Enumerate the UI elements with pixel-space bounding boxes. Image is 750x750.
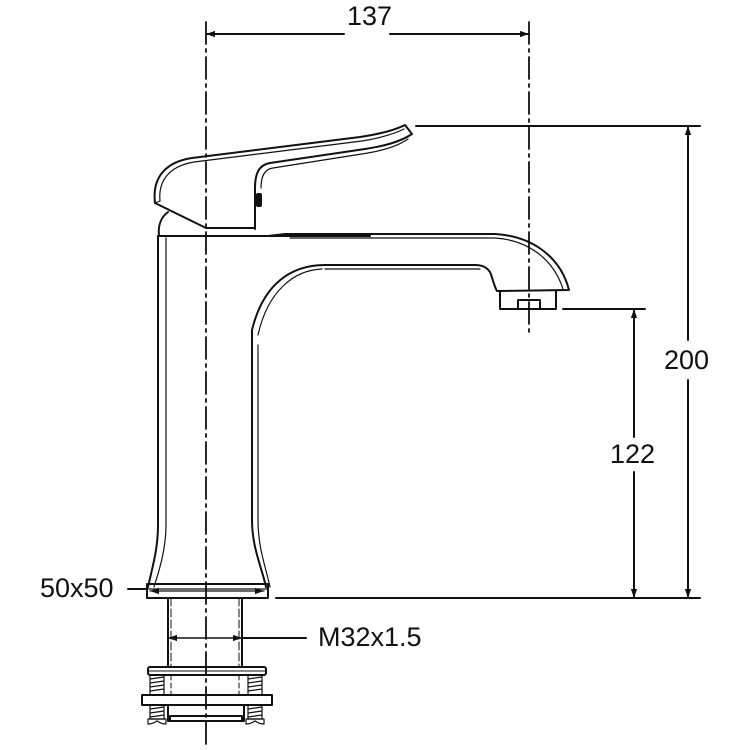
spout xyxy=(157,233,570,336)
aerator xyxy=(499,290,557,310)
thread-size-label: M32x1.5 xyxy=(316,622,424,652)
lever-handle xyxy=(153,124,413,237)
total-height-label: 200 xyxy=(662,345,712,375)
spout-height-label: 122 xyxy=(608,439,658,469)
fixing-nut-assembly xyxy=(141,666,273,725)
reach-dimension-label: 137 xyxy=(345,1,395,31)
base-size-label: 50x50 xyxy=(38,573,116,603)
base-plate xyxy=(127,583,269,599)
tap-body xyxy=(147,235,271,588)
threaded-shank xyxy=(167,597,307,668)
